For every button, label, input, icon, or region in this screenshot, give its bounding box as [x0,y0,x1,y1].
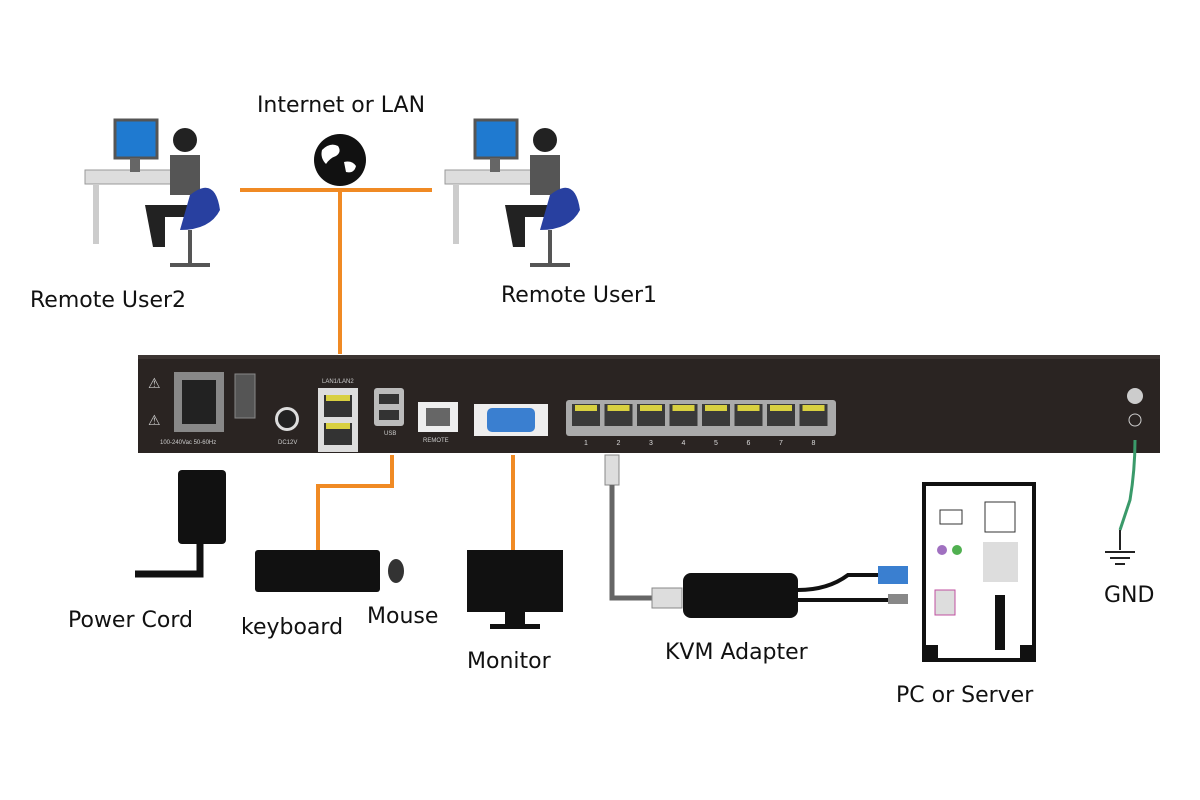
port-contacts [770,405,792,411]
ground-screw [1127,388,1143,404]
warning-icon: ⚠ [148,375,161,391]
port-number: 3 [649,440,653,447]
kvm-adapter-label: KVM Adapter [665,640,809,665]
lan-label: LAN1/LAN2 [322,379,354,385]
port-contacts [737,405,760,411]
dc-label: DC12V [278,440,297,446]
monitor-label: Monitor [467,649,552,674]
usb-ports [374,388,404,426]
port-number: 5 [714,440,718,447]
port-number: 4 [682,440,686,447]
port-contacts [640,405,662,411]
port-contacts [607,405,630,411]
warning-icon: ⚠ [148,412,161,428]
remote-label: REMOTE [423,438,449,444]
ground-symbol-icon [1128,413,1142,427]
power-inlet-label: 100-240Vac 50-60Hz [160,440,216,446]
power-switch[interactable] [234,373,256,419]
mouse-icon [388,559,404,583]
port-number: 1 [584,440,588,447]
kvm-switch-device: ⚠ ⚠ 100-240Vac 50-60Hz DC12V LAN1/LAN2 U… [138,355,1160,453]
network-label: Internet or LAN [257,93,425,118]
port-contacts [672,405,695,411]
port-contacts [575,405,597,411]
port-number: 6 [747,440,751,447]
monitor-icon [467,550,563,629]
pc-server-label: PC or Server [896,683,1034,708]
usb-label: USB [384,431,396,437]
port-number: 8 [812,440,816,447]
port-number: 2 [617,440,621,447]
kvm-adapter-cable [604,454,908,618]
power-cord-icon [135,470,226,578]
ground-wire [1118,439,1137,531]
ground-icon [1105,530,1135,565]
port-contacts [802,405,825,411]
remote-user2-icon [84,118,220,267]
remote-user1-icon [444,118,580,267]
kvm-adapter-icon [683,573,798,618]
port-number: 7 [779,440,783,447]
globe-icon [314,134,366,186]
keyboard-label: keyboard [241,615,343,640]
pc-server-icon [922,482,1036,662]
remote-user2-label: Remote User2 [30,288,186,313]
mouse-label: Mouse [367,604,438,629]
remote-user1-label: Remote User1 [501,283,657,308]
gnd-label: GND [1104,583,1154,608]
network-cables [240,188,515,550]
power-cord-label: Power Cord [68,608,193,633]
port-contacts [705,405,727,411]
keyboard-icon [255,550,380,592]
